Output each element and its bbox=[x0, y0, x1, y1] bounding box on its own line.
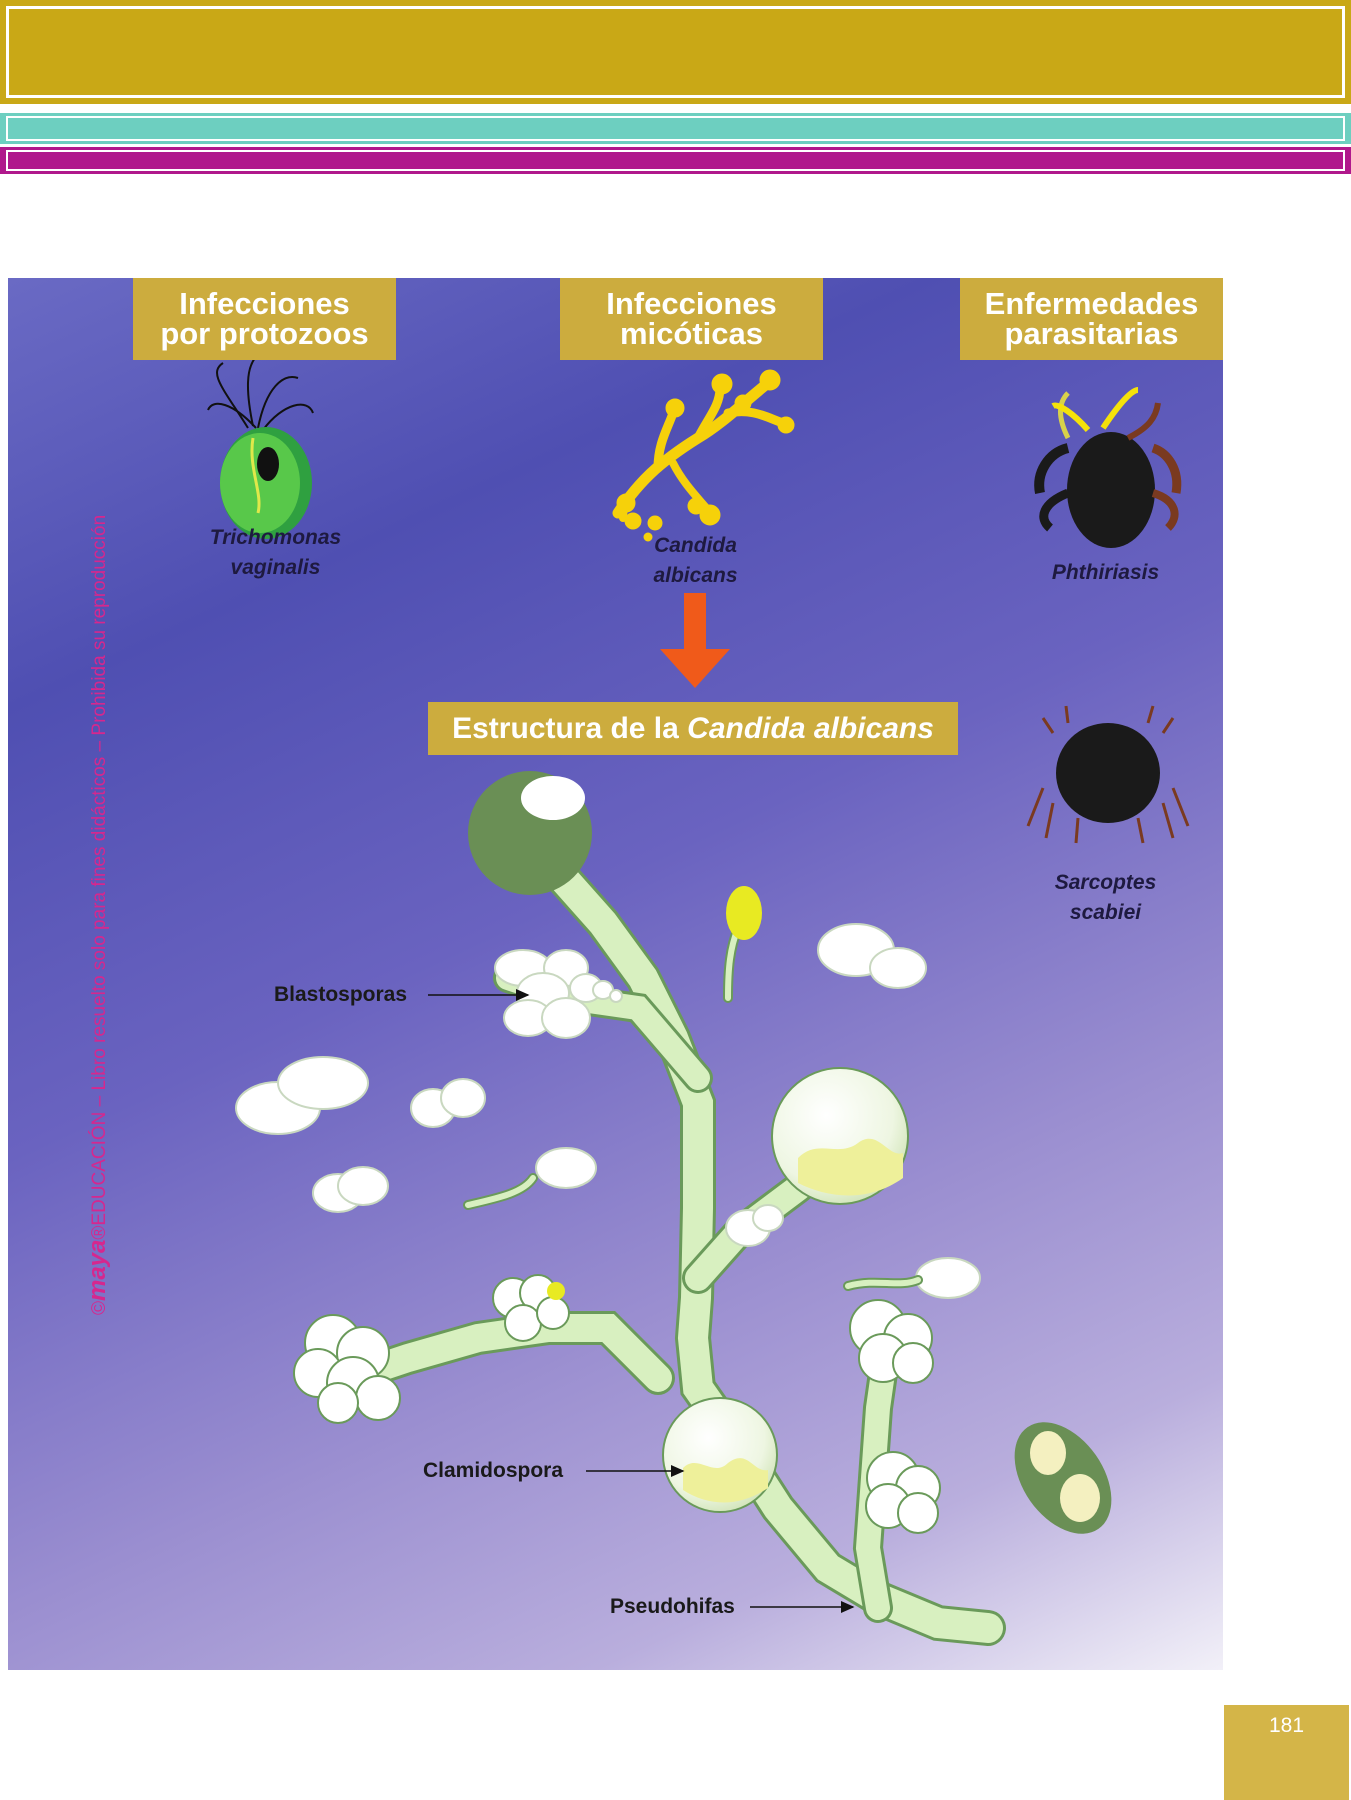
dark-spore-pair bbox=[1014, 1422, 1112, 1534]
category-line1: Infecciones bbox=[606, 286, 777, 321]
category-line2: micóticas bbox=[619, 316, 763, 351]
category-mycotic: Infecciones micóticas bbox=[560, 278, 823, 360]
trichomonas-icon bbox=[207, 347, 314, 539]
header-gold-band bbox=[0, 0, 1351, 104]
category-parasitic: Enfermedades parasitarias bbox=[960, 278, 1223, 360]
blastospores bbox=[235, 923, 981, 1299]
species-sarcoptes: Sarcoptes scabiei bbox=[1054, 871, 1157, 924]
label-pseudohifas: Pseudohifas bbox=[610, 1595, 735, 1618]
illustration-graphics bbox=[207, 347, 1190, 1646]
category-protozoa: Infecciones por protozoos bbox=[133, 278, 396, 360]
spore-clusters bbox=[293, 1274, 941, 1534]
louse-icon bbox=[1034, 387, 1182, 548]
category-line2: parasitarias bbox=[1004, 316, 1179, 351]
down-arrow-icon bbox=[660, 593, 730, 688]
structure-title-prefix: Estructura de la bbox=[452, 712, 688, 745]
species-phthiriasis: Phthiriasis bbox=[1051, 561, 1160, 584]
yellow-bud-small bbox=[547, 1282, 565, 1300]
brand-logo: maya bbox=[84, 1239, 111, 1301]
label-arrows bbox=[428, 989, 855, 1613]
category-line1: Enfermedades bbox=[984, 286, 1199, 321]
yellow-bud bbox=[726, 886, 762, 940]
chlamydospores bbox=[662, 1067, 909, 1513]
category-line2: por protozoos bbox=[160, 316, 369, 351]
structure-title-italic: Candida albicans bbox=[687, 712, 934, 745]
category-line1: Infecciones bbox=[179, 286, 350, 321]
illustration-panel: Infecciones por protozoos Infecciones mi… bbox=[5, 278, 1223, 1670]
structure-title: Estructura de la Candida albicans bbox=[428, 702, 958, 755]
candida-icon bbox=[612, 369, 795, 542]
header-magenta-band bbox=[0, 147, 1351, 174]
label-blastosporas: Blastosporas bbox=[274, 983, 408, 1006]
germ-tubes bbox=[463, 1173, 923, 1291]
chlamydospore-dark bbox=[468, 771, 592, 895]
label-clamidospora: Clamidospora bbox=[423, 1459, 564, 1482]
species-trichomonas: Trichomonas vaginalis bbox=[209, 526, 342, 579]
mite-icon bbox=[1026, 705, 1190, 844]
copyright-watermark: ©maya®EDUCACIÓN – Libro resuelto solo pa… bbox=[84, 514, 111, 1315]
header-teal-band bbox=[0, 113, 1351, 144]
species-candida: Candida albicans bbox=[653, 534, 738, 587]
page-number: 181 bbox=[1221, 1705, 1349, 1800]
